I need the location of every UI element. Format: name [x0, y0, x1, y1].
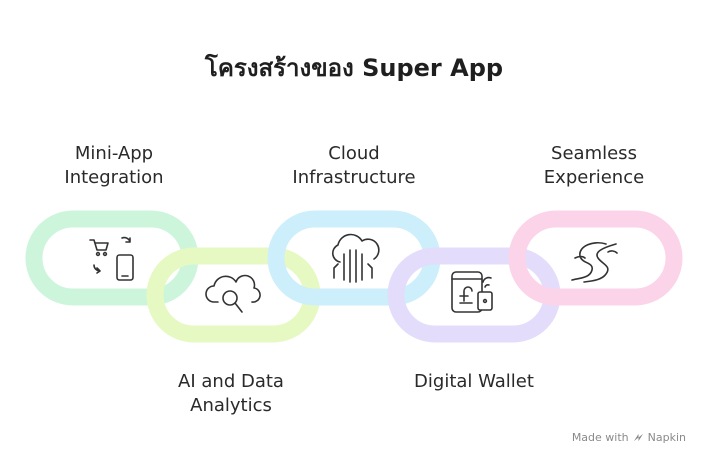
page-title: โครงสร้างของ Super App: [204, 54, 504, 82]
napkin-footer[interactable]: Made with Napkin: [572, 431, 686, 444]
cloud-search-icon: [205, 274, 261, 313]
napkin-logo-icon: [633, 433, 643, 442]
label-ai-analytics: AI and Data Analytics: [178, 371, 284, 416]
footer-prefix: Made with: [571, 431, 629, 444]
footer-brand: Napkin: [647, 431, 686, 444]
label-wallet: Digital Wallet: [414, 371, 534, 392]
cloud-circuit-icon: [332, 233, 380, 283]
chain-link-seamless: [508, 210, 683, 306]
label-cloud: Cloud Infrastructure: [292, 143, 416, 188]
label-seamless: Seamless Experience: [543, 143, 645, 188]
cart-phone-icon: [89, 236, 134, 281]
label-mini-app: Mini-App Integration: [64, 143, 164, 188]
wallet-pound-icon: [451, 271, 493, 313]
winding-road-icon: [571, 241, 618, 283]
